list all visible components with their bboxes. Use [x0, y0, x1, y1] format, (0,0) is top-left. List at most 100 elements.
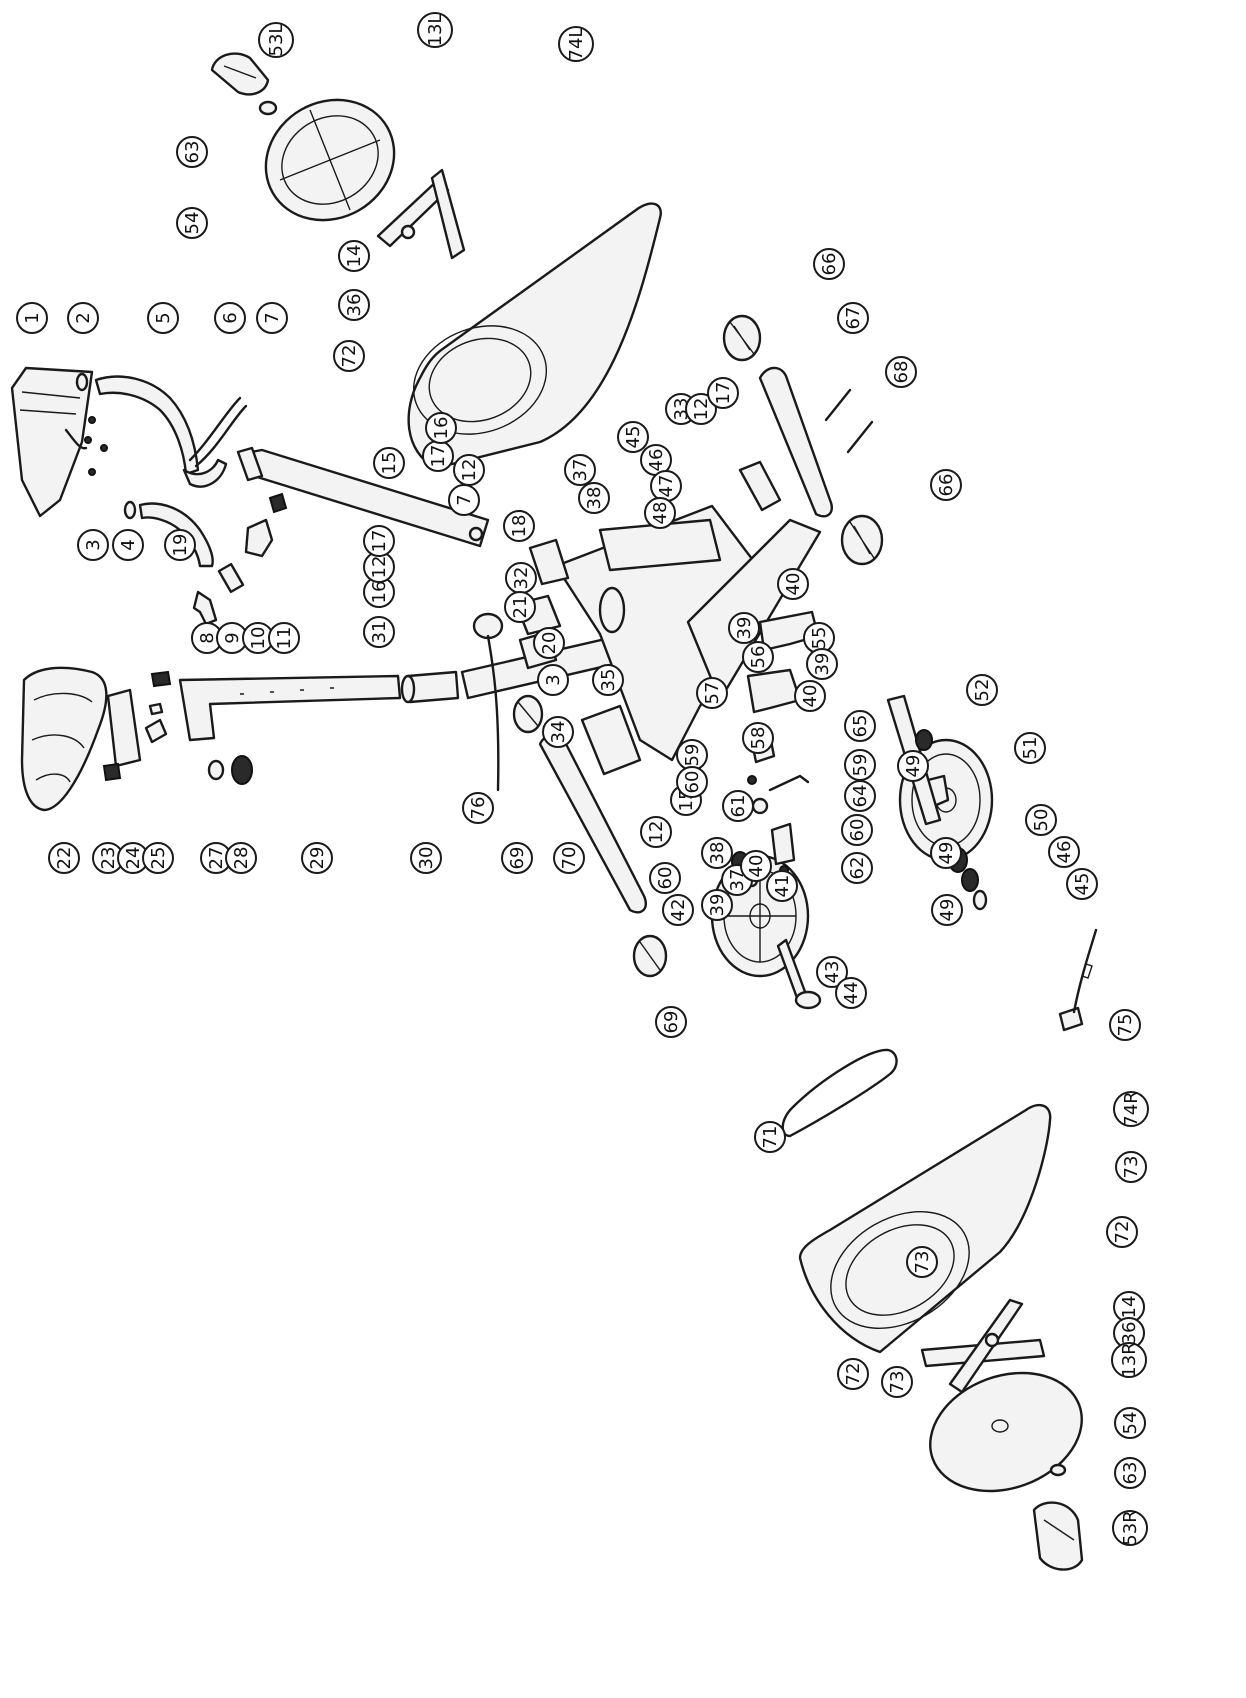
callout-circle [742, 641, 774, 673]
callout-circle [766, 870, 798, 902]
callout-circle [1066, 868, 1098, 900]
callout-circle [533, 627, 565, 659]
callout-label: 74L [566, 28, 587, 61]
callout-label: 60 [655, 867, 676, 890]
callout-label: 7 [262, 312, 283, 323]
callout-69: 69 [501, 842, 533, 874]
callout-circle [701, 837, 733, 869]
callout-25: 25 [142, 842, 174, 874]
handlebar [75, 372, 228, 568]
callout-60: 60 [841, 814, 873, 846]
callout-label: 32 [511, 567, 532, 590]
callout-circle [644, 497, 676, 529]
callout-label: 45 [1072, 873, 1093, 896]
callout-31: 31 [363, 616, 395, 648]
callout-12: 12 [640, 816, 672, 848]
callout-57: 57 [696, 677, 728, 709]
callout-72: 72 [837, 1358, 869, 1390]
callout-label: 13L [425, 14, 446, 47]
callout-28: 28 [225, 842, 257, 874]
callout-60: 60 [649, 862, 681, 894]
callout-37: 37 [564, 454, 596, 486]
callout-12: 12 [453, 454, 485, 486]
callout-label: 72 [1112, 1221, 1133, 1244]
callout-label: 11 [274, 627, 295, 650]
handlebar-post [236, 446, 490, 548]
callout-circle [338, 289, 370, 321]
callout-circle [564, 454, 596, 486]
callout-62: 62 [841, 852, 873, 884]
callout-49: 49 [931, 894, 963, 926]
callout-circle [48, 842, 80, 874]
callout-circle [537, 664, 569, 696]
callout-circle [425, 412, 457, 444]
callout-label: 63 [1120, 1462, 1141, 1485]
callout-65: 65 [844, 710, 876, 742]
callout-circle [225, 842, 257, 874]
callout-label: 66 [936, 474, 957, 497]
callout-label: 56 [748, 646, 769, 669]
callout-label: 12 [459, 459, 480, 482]
callout-51: 51 [1014, 732, 1046, 764]
rear-stabilizer [758, 366, 833, 518]
callout-label: 66 [819, 253, 840, 276]
callout-label: 16 [369, 581, 390, 604]
callout-24: 24 [117, 842, 149, 874]
callout-34: 34 [542, 716, 574, 748]
callout-circle [501, 842, 533, 874]
callout-label: 59 [850, 754, 871, 777]
rear-bolts-68 [824, 388, 874, 454]
callout-label: 73 [887, 1371, 908, 1394]
callout-label: 48 [650, 502, 671, 525]
transport-wheel-69a [512, 694, 544, 734]
callout-label: 19 [170, 534, 191, 557]
callout-circle [841, 814, 873, 846]
callout-label: 3 [543, 674, 564, 685]
callout-32: 32 [505, 562, 537, 594]
right-side-cover [798, 1103, 1052, 1354]
callout-30: 30 [410, 842, 442, 874]
callout-68: 68 [885, 356, 917, 388]
callout-38: 38 [578, 482, 610, 514]
callout-circle [844, 710, 876, 742]
callout-7: 7 [448, 484, 480, 516]
callout-22: 22 [48, 842, 80, 874]
callout-label: 65 [850, 715, 871, 738]
callout-circle [649, 862, 681, 894]
callout-39: 39 [701, 889, 733, 921]
callout-label: 68 [891, 361, 912, 384]
callout-label: 39 [707, 894, 728, 917]
callout-label: 29 [307, 847, 328, 870]
callout-53R: 53R [1112, 1510, 1148, 1546]
callout-45: 45 [1066, 868, 1098, 900]
callout-circle [837, 1358, 869, 1390]
callout-label: 23 [98, 847, 119, 870]
callout-69: 69 [655, 1006, 687, 1038]
callout-label: 16 [431, 417, 452, 440]
callout-label: 57 [702, 682, 723, 705]
left-pedal [210, 52, 278, 116]
callout-circle [542, 716, 574, 748]
callout-circle [617, 421, 649, 453]
callout-label: 50 [1031, 809, 1052, 832]
callout-label: 3 [83, 539, 104, 550]
callout-label: 38 [584, 487, 605, 510]
callout-40: 40 [794, 680, 826, 712]
callout-circle [813, 248, 845, 280]
callout-circle [742, 722, 774, 754]
callout-2: 2 [67, 302, 99, 334]
callout-50: 50 [1025, 804, 1057, 836]
left-foot-bracket [376, 168, 466, 260]
callout-63: 63 [1114, 1457, 1146, 1489]
end-cap-66a [722, 314, 762, 362]
callout-label: 72 [843, 1363, 864, 1386]
callout-59: 59 [844, 749, 876, 781]
callout-54: 54 [1114, 1407, 1146, 1439]
callout-70: 70 [553, 842, 585, 874]
drive-belt [781, 1048, 898, 1138]
callout-label: 22 [54, 847, 75, 870]
callout-label: 75 [1115, 1014, 1136, 1037]
callout-circle [410, 842, 442, 874]
callout-label: 17 [428, 445, 449, 468]
callout-19: 19 [164, 529, 196, 561]
